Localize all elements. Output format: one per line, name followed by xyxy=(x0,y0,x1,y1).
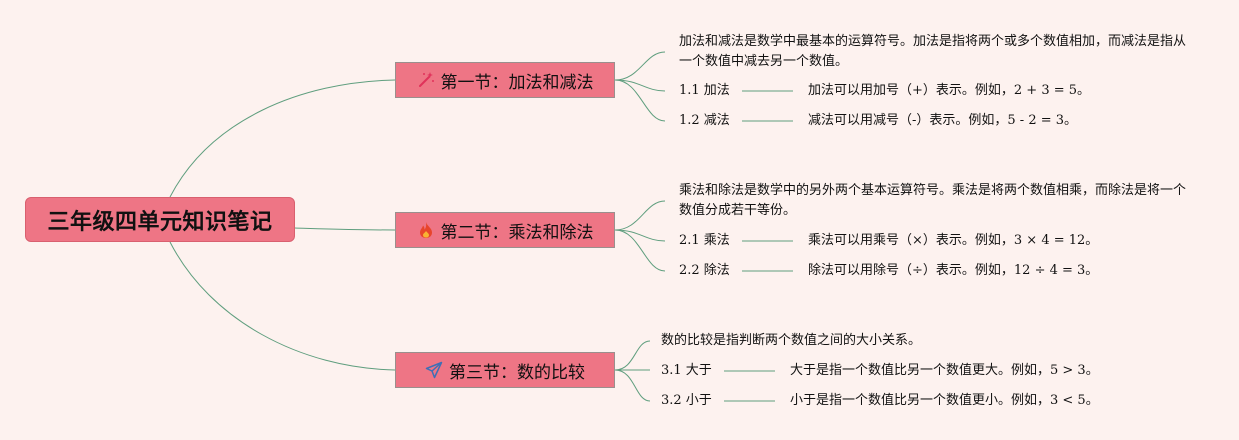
magic-wand-icon xyxy=(417,71,435,89)
link-root-s2 xyxy=(294,227,396,231)
section-description: 加法和减法是数学中最基本的运算符号。加法是指将两个或多个数值相加，而减法是指从一… xyxy=(679,34,1187,69)
link-s2-i2 xyxy=(614,229,666,272)
item-detail: 小于是指一个数值比另一个数值更小。例如，3 < 5。 xyxy=(790,393,1099,408)
item-label: 3.1 大于 xyxy=(661,363,712,378)
link-s1-i2 xyxy=(614,79,666,122)
item-detail: 除法可以用除号（÷）表示。例如，12 ÷ 4 = 3。 xyxy=(808,263,1099,278)
item-label: 3.2 小于 xyxy=(661,393,712,408)
link-s2-desc xyxy=(614,200,666,231)
link-root-s1 xyxy=(169,79,396,198)
item-detail: 减法可以用减号（-）表示。例如，5 - 2 = 3。 xyxy=(808,113,1078,128)
section-node-3[interactable]: 第三节：数的比较 xyxy=(395,352,615,388)
item-detail: 加法可以用加号（+）表示。例如，2 + 3 = 5。 xyxy=(808,83,1091,98)
section-title: 第三节：数的比较 xyxy=(449,362,585,383)
section-description: 乘法和除法是数学中的另外两个基本运算符号。乘法是将两个数值相乘，而除法是将一个数… xyxy=(679,183,1187,218)
link-root-s3 xyxy=(169,241,396,371)
section-description: 数的比较是指判断两个数值之间的大小关系。 xyxy=(661,333,922,348)
section-title: 第二节：乘法和除法 xyxy=(440,222,594,243)
section-node-1[interactable]: 第一节：加法和减法 xyxy=(395,62,615,98)
item-detail: 乘法可以用乘号（×）表示。例如，3 × 4 = 12。 xyxy=(808,233,1099,248)
item-label: 2.1 乘法 xyxy=(679,233,730,248)
root-node[interactable]: 三年级四单元知识笔记 xyxy=(25,197,295,242)
fire-icon xyxy=(417,221,435,239)
paper-plane-icon xyxy=(425,361,443,379)
link-s3-desc xyxy=(614,340,651,371)
item-label: 1.2 减法 xyxy=(679,113,730,128)
root-title: 三年级四单元知识笔记 xyxy=(47,209,273,235)
item-label: 1.1 加法 xyxy=(679,83,730,98)
link-s3-i2 xyxy=(614,369,651,402)
item-detail: 大于是指一个数值比另一个数值更大。例如，5 > 3。 xyxy=(790,363,1099,378)
link-s1-desc xyxy=(614,51,666,81)
section-node-2[interactable]: 第二节：乘法和除法 xyxy=(395,212,615,248)
item-label: 2.2 除法 xyxy=(679,263,730,278)
section-title: 第一节：加法和减法 xyxy=(440,72,594,93)
